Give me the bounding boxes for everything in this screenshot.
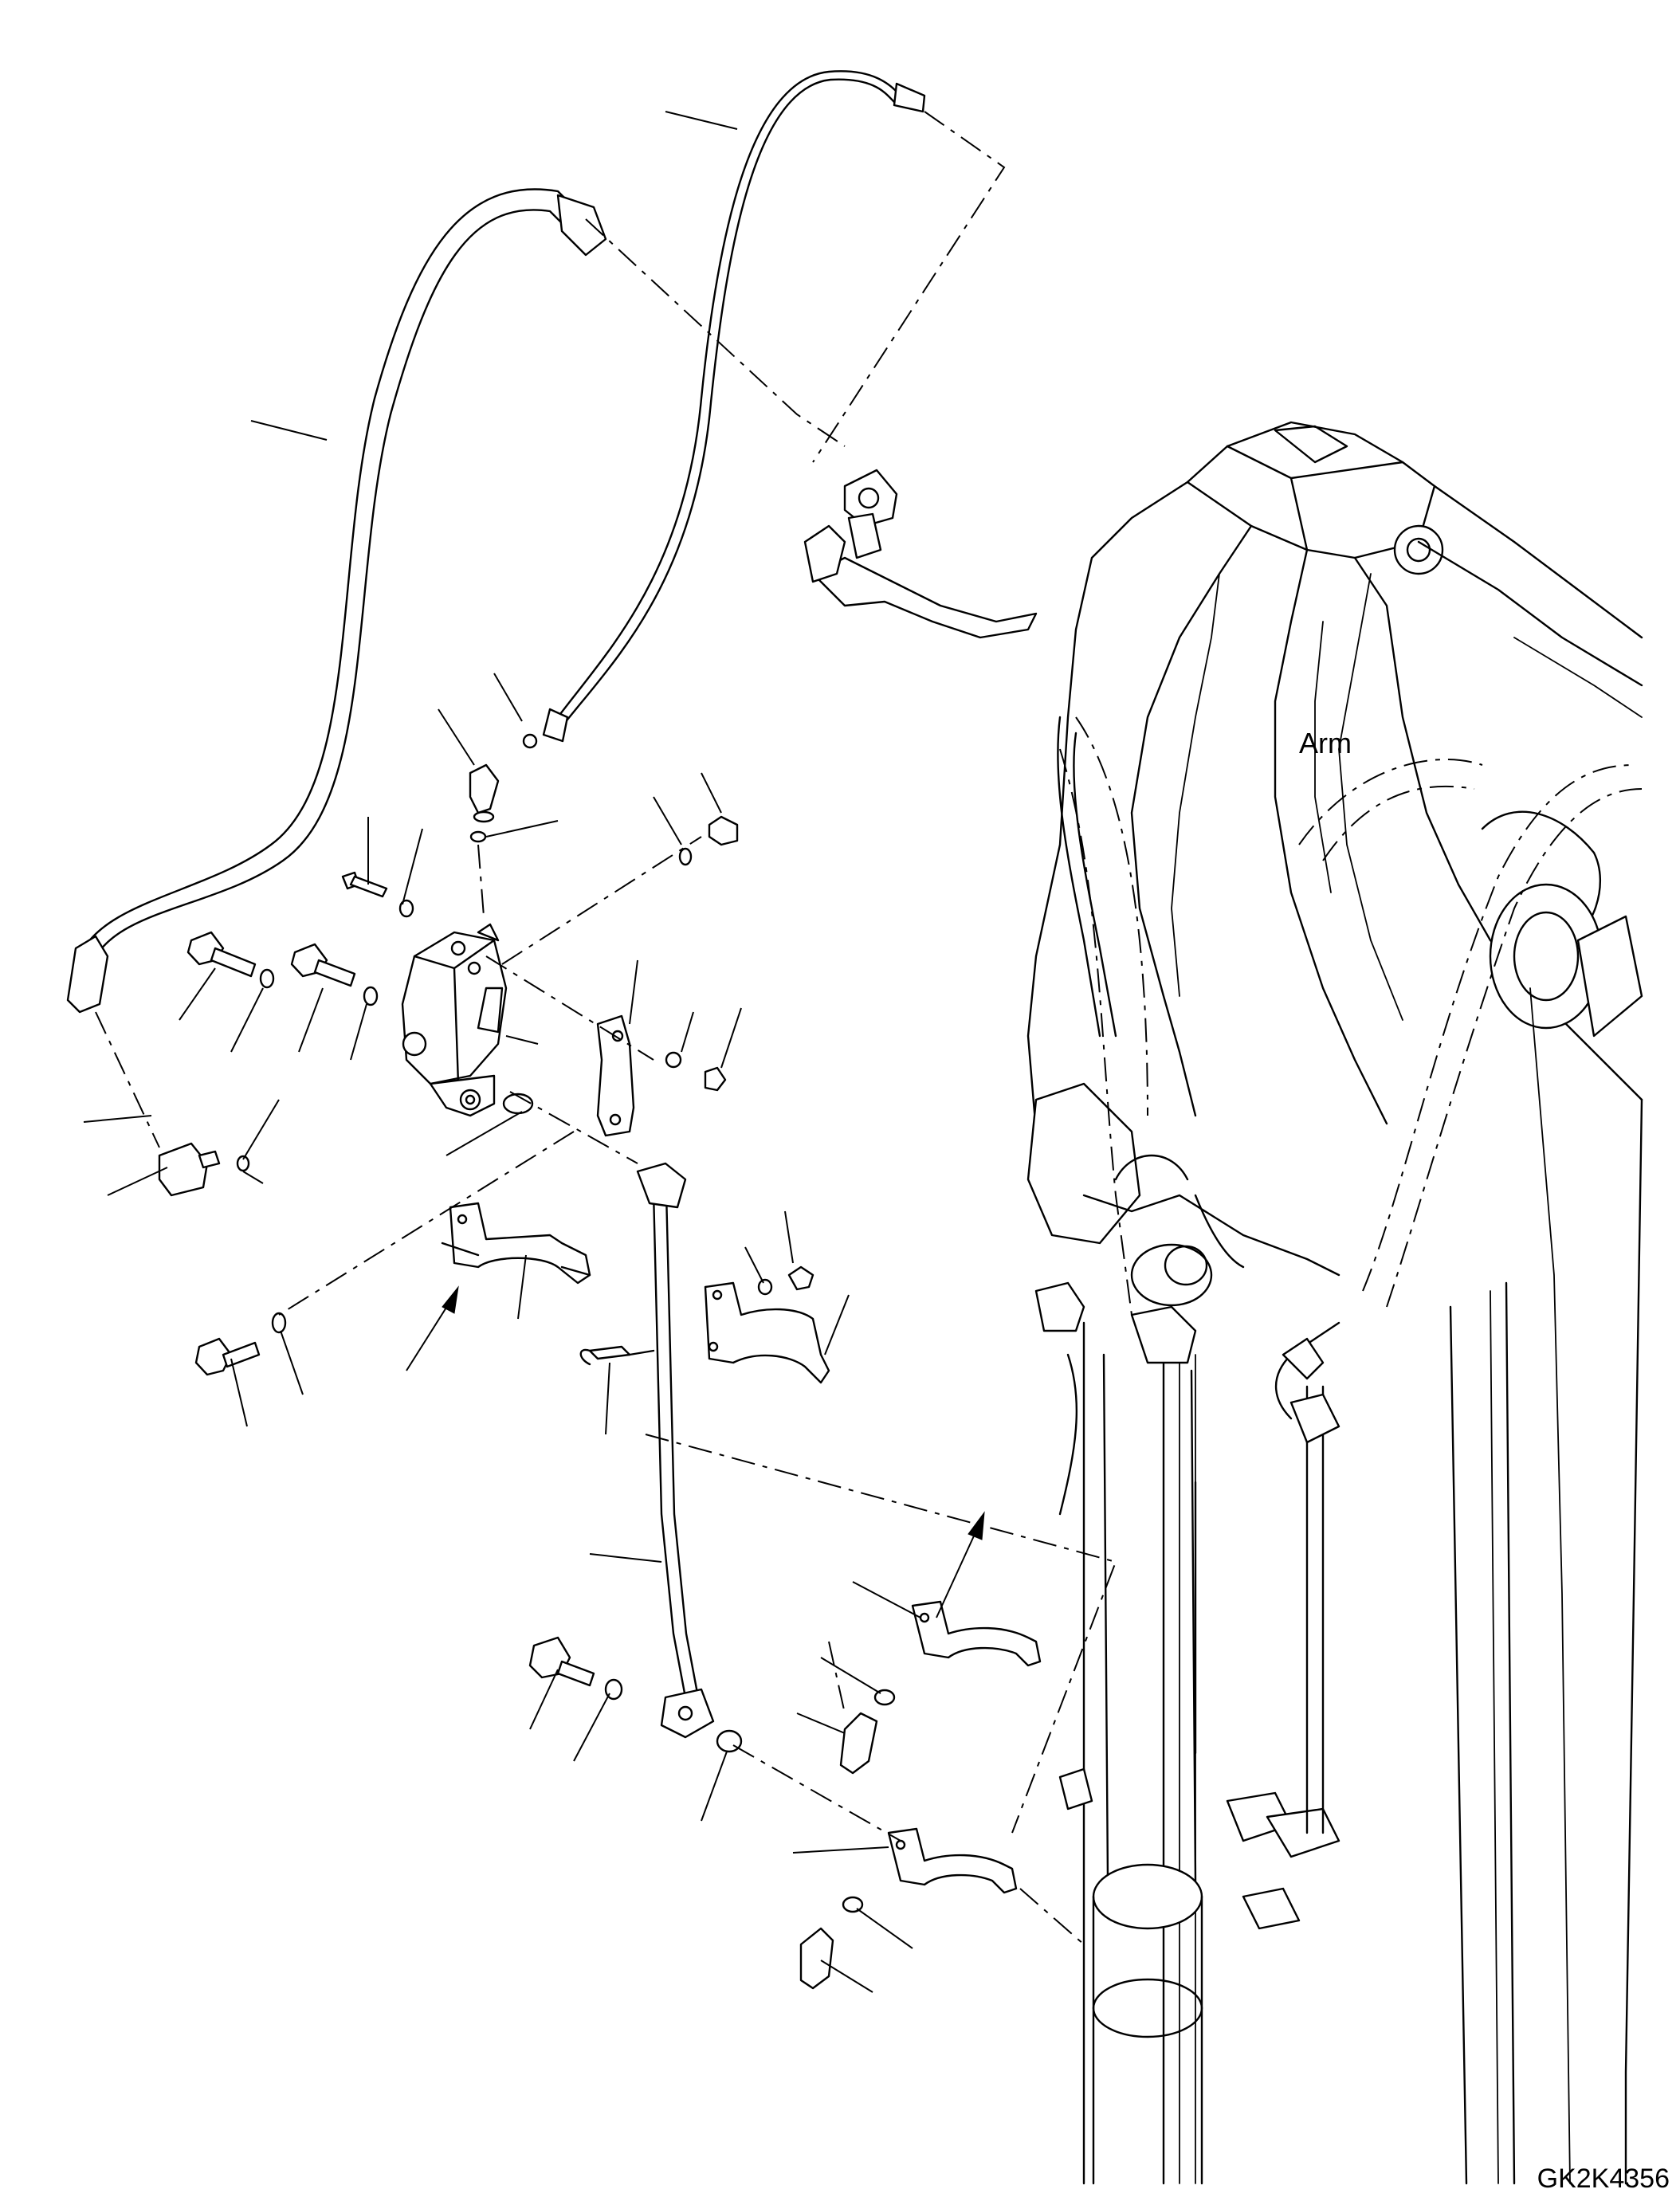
assembly-guide-lines [96, 112, 1116, 1944]
upper-bracket-assembly [805, 470, 1036, 638]
clamp-upper-right [705, 1283, 829, 1383]
arm-assembly: Arm [1028, 422, 1642, 2183]
arrow-marker-left [406, 1287, 458, 1371]
arrow-marker-right [936, 1512, 984, 1618]
clamp-upper-left [442, 1203, 590, 1283]
leader-lines [84, 112, 920, 1992]
arm-label: Arm [1299, 727, 1352, 759]
clamp-lower [196, 1267, 1040, 1988]
valve-assembly [159, 765, 737, 1195]
hose-large [68, 189, 606, 1012]
pipe-assembly [581, 1163, 713, 1737]
hose-small [524, 71, 924, 747]
drawing-code: GK2K4356 [1537, 2164, 1670, 2194]
